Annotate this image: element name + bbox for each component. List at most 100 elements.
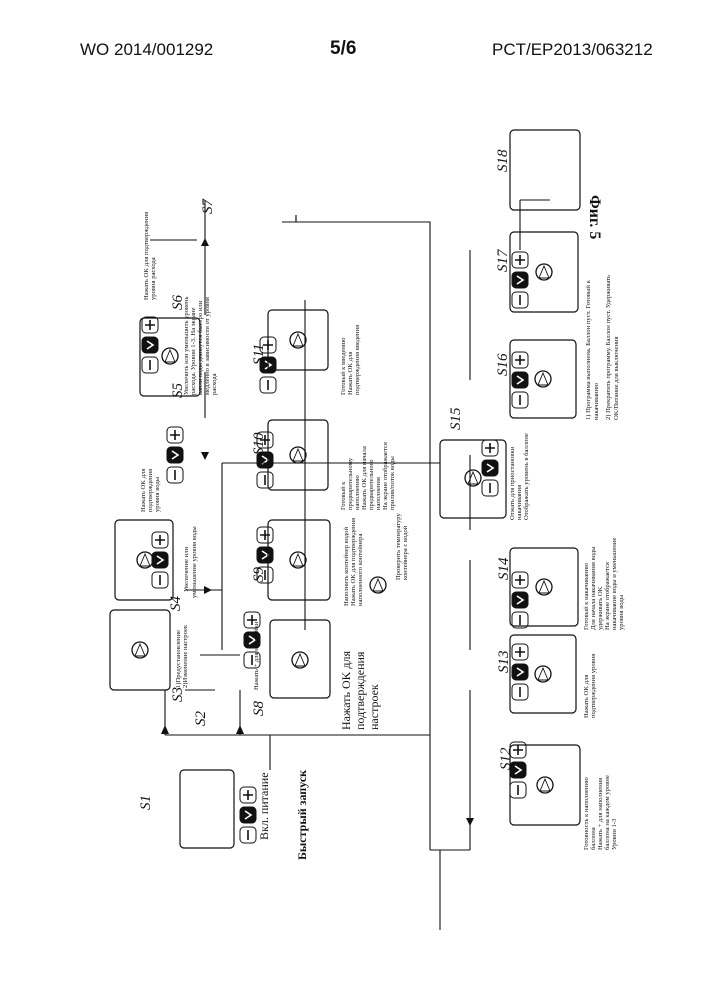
check-button-icon xyxy=(512,592,528,608)
s1-screen xyxy=(180,770,234,848)
s10-text-3: наполнению xyxy=(354,475,361,510)
label-s15: S15 xyxy=(448,407,464,430)
s7-text-1: Нажать OK для подтверждения xyxy=(143,212,150,300)
s14-text-4: На экране отображается xyxy=(604,562,611,630)
s10-text-1: Готовый к xyxy=(340,481,347,510)
s1-text: Вкл. питание xyxy=(257,772,271,840)
s12-text-1: Готовность к наполнению xyxy=(583,777,590,850)
control-buttons xyxy=(240,787,256,843)
s11-screen xyxy=(268,310,328,370)
s16-text-1: 1) Программа выполнена. Баллон пуст. Гот… xyxy=(585,279,592,420)
s9-text-5: контейнера с водой xyxy=(402,525,409,580)
step-labels: S1 S2 S3 S4 S5 S6 S7 S8 S9 S10 S11 S12 S… xyxy=(138,149,514,810)
control-buttons xyxy=(142,317,158,373)
s10-text-6: наполнения xyxy=(375,477,382,510)
label-s1: S1 xyxy=(138,795,154,810)
s10-text-4: Нажать OK для начала xyxy=(361,446,368,510)
control-buttons xyxy=(167,427,183,483)
s10-screen xyxy=(268,420,328,490)
s3-text-2: 2)Изменение настроек xyxy=(182,624,189,688)
check-button-icon xyxy=(512,272,528,288)
arrow-down xyxy=(201,452,209,460)
label-s18: S18 xyxy=(495,149,511,172)
arrow-up xyxy=(236,725,244,734)
label-s2: S2 xyxy=(193,711,209,727)
tap-icon-detail xyxy=(293,554,303,566)
quick-start-text: Быстрый запуск xyxy=(295,770,309,860)
s8-text-1: Нажать OK для xyxy=(339,651,353,730)
control-buttons xyxy=(512,644,528,700)
s13-text-2: подтверждения уровня xyxy=(590,654,597,718)
control-buttons xyxy=(512,252,528,308)
label-s16: S16 xyxy=(495,353,511,376)
balloon-icon-detail xyxy=(539,581,549,593)
s14-text-3: удерживать OK xyxy=(597,586,604,630)
s11-text-2: Нажать OK для xyxy=(347,352,354,395)
s16-text-3: 2) Прекратить программу. Баллон пуст. Уд… xyxy=(605,275,612,420)
s15-text-3: Отображать уровень в баллоне xyxy=(523,433,530,520)
balloon-icon-detail xyxy=(538,668,548,680)
s7-text-2: уровня расхода xyxy=(150,257,157,300)
water-level-icon-detail xyxy=(140,554,150,566)
arrow-left xyxy=(204,586,212,594)
tap-icon-detail xyxy=(293,334,303,346)
check-button-icon xyxy=(512,372,528,388)
balloon-icon-detail xyxy=(539,266,549,278)
label-s12: S12 xyxy=(498,747,514,770)
arrow-down xyxy=(466,818,474,826)
s8-text-3: настроек xyxy=(367,684,381,730)
s8-text-2: подтверждения xyxy=(353,651,367,730)
s6-text-5: расхода xyxy=(211,373,218,395)
s5-text-2: подтверждения xyxy=(147,469,154,512)
s3-text-1: 1)Предустановление xyxy=(175,630,182,688)
s9-screen xyxy=(268,520,330,600)
s10-text-7: На экране отображается xyxy=(382,442,389,510)
s12-text-5: Уровни 1-3 xyxy=(611,818,618,850)
s14-text-6: уровня воды xyxy=(618,594,625,630)
s15-text-1: Отжать для приостановки xyxy=(509,446,516,520)
s6-text-2: расхода. Уровни 1-3. На экране xyxy=(190,307,197,395)
s16-text-4: OK/Питание для выключения xyxy=(613,336,620,420)
check-button-icon xyxy=(152,552,168,568)
s3-screen xyxy=(110,610,170,690)
s13-text-1: Нажать OK для xyxy=(583,675,590,718)
s15-text-2: накачивания xyxy=(516,485,523,520)
s8-small-text: Нажать + для настройки xyxy=(253,621,260,690)
s18-screen xyxy=(510,130,580,210)
s11-text-1: Готовый к введению xyxy=(340,338,347,395)
s6-text-4: медленно в зависимости от уровня xyxy=(204,297,211,395)
label-s10: S10 xyxy=(251,432,267,455)
s14-text-5: накачивание воды и уменьшение xyxy=(611,538,618,630)
label-s8: S8 xyxy=(251,701,267,717)
s12-text-4: баллона на каждом уровне xyxy=(604,775,611,850)
label-s7: S7 xyxy=(200,198,216,215)
s5-text-1: Нажать OK для xyxy=(140,469,147,512)
s9-text-4: Проверить температуру xyxy=(395,512,402,580)
s9-text-3: наполненного контейнера xyxy=(357,534,364,606)
balloon-icon-detail xyxy=(538,373,548,385)
label-s17: S17 xyxy=(495,248,511,272)
s4-text-2: уменьшение уровня воды xyxy=(191,526,198,598)
s14-text-1: Готовый к накачиванию xyxy=(583,563,590,630)
s6-text-3: капли воды движутся быстро или xyxy=(197,300,204,395)
control-buttons xyxy=(512,572,528,628)
label-s14: S14 xyxy=(496,557,512,580)
s10-text-5: предварительного xyxy=(368,459,375,510)
gear-icon-detail xyxy=(135,644,145,656)
arrow-up xyxy=(201,238,209,246)
s6-text-1: Увеличить или уменьшить уровень xyxy=(183,296,190,395)
s16-text-2: накачиванию xyxy=(593,383,600,420)
s14-text-2: Для начала накачивания воды xyxy=(590,546,597,630)
water-level-icon-detail xyxy=(165,350,175,362)
check-button-icon xyxy=(167,447,183,463)
s10-text-2: предварительному xyxy=(347,457,354,510)
label-s13: S13 xyxy=(496,651,512,674)
figure-label: Фиг. 5 xyxy=(586,195,603,239)
label-s4: S4 xyxy=(168,596,184,612)
check-button-icon xyxy=(482,460,498,476)
s12-text-3: Нажать + для наполнения xyxy=(597,778,604,850)
s8-screen xyxy=(270,620,330,698)
s12-text-2: баллона xyxy=(590,827,597,850)
label-s3: S3 xyxy=(170,687,186,702)
